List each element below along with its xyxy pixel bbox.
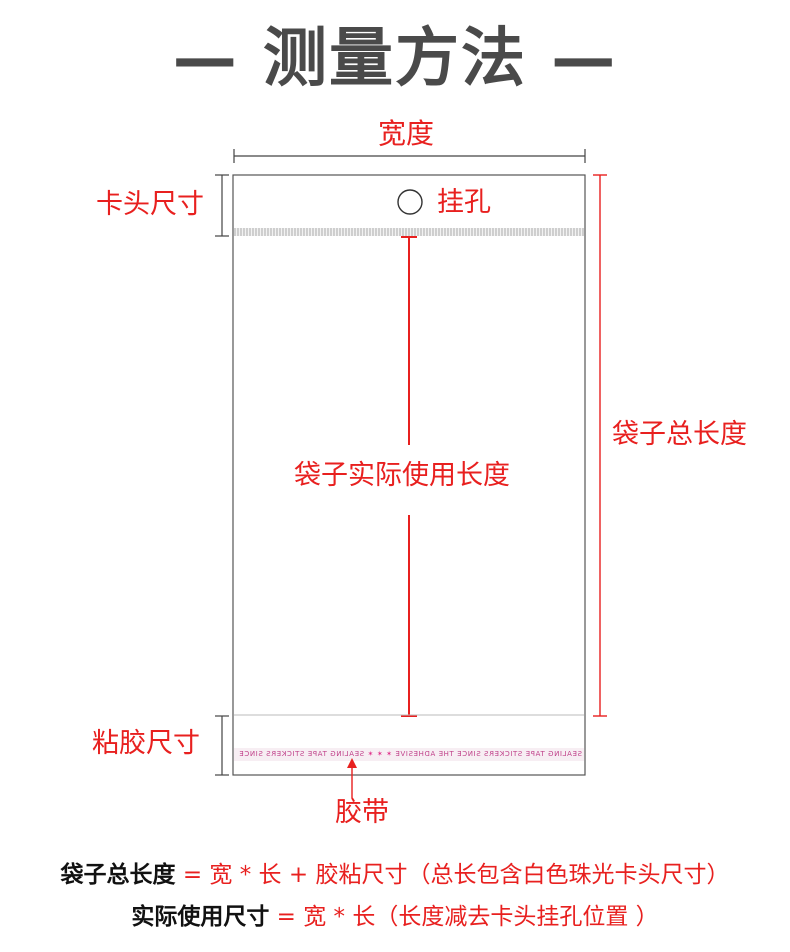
formula-actual-size: 实际使用尺寸 = 宽 * 长（长度减去卡头挂孔位置 ） (0, 900, 790, 934)
hang-hole-label: 挂孔 (437, 187, 491, 218)
header-size-bracket (215, 174, 229, 237)
page-title: — 测量方法 — (172, 22, 618, 96)
tape-printed-text: SEALING TAPE STICKERS SINCE THE ADHESIVE… (236, 748, 582, 761)
tape-print-line: SEALING TAPE STICKERS SINCE THE ADHESIVE (394, 750, 582, 758)
total-length-label: 袋子总长度 (612, 419, 747, 450)
actual-length-label: 袋子实际使用长度 (294, 460, 510, 491)
adhesive-tape-strip (234, 748, 584, 761)
hang-hole-icon (397, 189, 423, 215)
total-length-bracket (593, 174, 607, 717)
width-label: 宽度 (378, 117, 435, 150)
tape-print-line: SEALING TAPE STICKERS SINCE THE ADHESIVE (236, 750, 365, 758)
actual-length-arrow (401, 236, 417, 717)
formula-total-length: 袋子总长度 = 宽 * 长 + 胶粘尺寸（总长包含白色珠光卡头尺寸） (0, 858, 790, 892)
formula-term: 实际使用尺寸 (131, 904, 270, 930)
perforation-band (234, 228, 584, 236)
formula-expression: = 宽 * 长 + 胶粘尺寸（总长包含白色珠光卡头尺寸） (175, 862, 730, 888)
glue-size-label: 粘胶尺寸 (92, 728, 200, 759)
width-dimension (233, 149, 586, 163)
header-size-label: 卡头尺寸 (96, 189, 204, 220)
tape-label: 胶带 (335, 797, 389, 828)
formula-expression: = 宽 * 长（长度减去卡头挂孔位置 ） (269, 904, 659, 930)
formula-term: 袋子总长度 (60, 862, 176, 888)
tape-star-icon: ✶ ✶ ✶ (364, 750, 392, 758)
glue-size-bracket (215, 715, 229, 776)
tape-pointer-arrow (347, 758, 357, 798)
